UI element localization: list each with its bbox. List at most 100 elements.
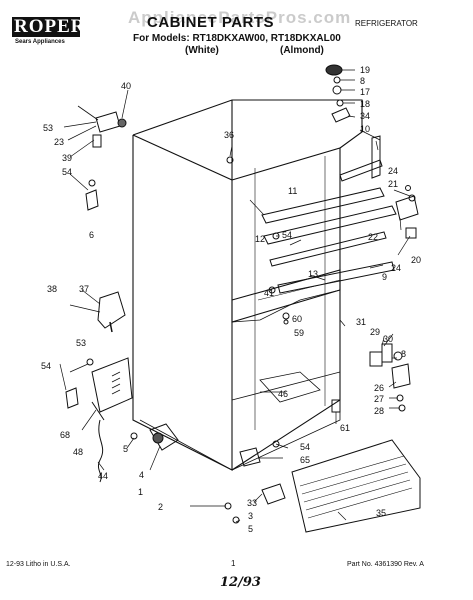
callout-34: 34: [360, 111, 370, 121]
callout-60: 60: [292, 314, 302, 324]
callout-54-bottom: 54: [300, 442, 310, 452]
part-37: [97, 291, 126, 329]
callout-11: 11: [288, 186, 297, 196]
callout-12: 12: [255, 234, 265, 244]
callout-8-top: 8: [360, 76, 365, 86]
lower-left-cluster: [65, 357, 133, 483]
bottom-mount: [130, 423, 179, 451]
rail-34-10: [371, 135, 381, 179]
part-23: [95, 111, 121, 133]
part-48-bracket: [91, 357, 133, 413]
callout-2: 2: [158, 502, 163, 512]
rail-9: [277, 261, 395, 294]
callout-28: 28: [374, 406, 384, 416]
page-title: CABINET PARTS: [147, 14, 275, 31]
part-61: [331, 399, 341, 413]
cabinet-back: [231, 147, 341, 471]
rail-parts: [257, 135, 397, 301]
callout-54-upper: 54: [62, 167, 72, 177]
callout-46: 46: [278, 389, 288, 399]
callout-8-lower: 8: [401, 349, 406, 359]
variant-white: (White): [185, 45, 219, 56]
part-39: [92, 134, 102, 148]
bottom-compartment: [231, 371, 341, 403]
part-35-grille: [291, 439, 421, 533]
callout-59: 59: [294, 328, 304, 338]
footer-part-number: Part No. 4361390 Rev. A: [347, 561, 424, 568]
callout-33: 33: [247, 498, 257, 508]
part-44-cord: [91, 401, 105, 483]
callout-54-lower: 54: [41, 361, 51, 371]
brand-logo-box: [12, 17, 80, 37]
callout-6: 6: [89, 230, 94, 240]
callout-35: 35: [376, 508, 386, 518]
brand-name: ROPER: [14, 16, 86, 37]
callout-21: 21: [388, 179, 398, 189]
callout-48: 48: [73, 447, 83, 457]
callout-10: 10: [360, 124, 370, 134]
callout-40: 40: [121, 81, 131, 91]
callout-29: 29: [370, 327, 380, 337]
callout-13: 13: [308, 269, 318, 279]
callout-labels: 40 53 23 39 54 6 36 19 8 17 18 34 10 11 …: [41, 65, 421, 534]
cabinet-body: [132, 99, 363, 471]
cabinet-top-edge: [132, 99, 363, 149]
rail-11: [261, 187, 385, 224]
callout-38: 38: [47, 284, 57, 294]
callout-23: 23: [54, 137, 64, 147]
category-label: REFRIGERATOR: [355, 19, 418, 28]
mid-left-cluster: [69, 291, 126, 333]
top-rail: [339, 159, 383, 182]
handwritten-date: 12/93: [220, 575, 261, 590]
callout-3: 3: [248, 511, 253, 521]
callout-30: 30: [383, 334, 393, 344]
callout-41: 41: [264, 288, 274, 298]
upper-left-cluster: [77, 105, 127, 211]
brand-subtitle: Sears Appliances: [15, 39, 65, 45]
callout-18: 18: [360, 99, 370, 109]
callout-61: 61: [340, 423, 350, 433]
part-20: [405, 227, 417, 239]
part-33: [261, 483, 286, 505]
divider-mullion: [231, 269, 341, 323]
right-side-cluster: [239, 343, 411, 467]
callout-24-top: 24: [388, 166, 398, 176]
toe-grille: [224, 439, 421, 533]
callout-53-lower: 53: [76, 338, 86, 348]
callout-44: 44: [98, 471, 108, 481]
hinge-cap: [325, 64, 343, 76]
rail-54-mid: [269, 231, 387, 267]
watermark: AppliancePartsPros.com: [128, 8, 352, 27]
part-65: [239, 447, 261, 467]
callout-39: 39: [62, 153, 72, 163]
callout-19: 19: [360, 65, 370, 75]
callout-24-lower: 24: [391, 263, 401, 273]
callout-65: 65: [300, 455, 310, 465]
top-hinge-plate: [331, 107, 351, 123]
callout-9: 9: [382, 272, 387, 282]
cabinet-left-side: [132, 134, 233, 471]
part-68: [65, 387, 79, 409]
cabinet-inner-lines: [254, 156, 326, 430]
callout-54-mid: 54: [282, 230, 292, 240]
callout-27: 27: [374, 394, 384, 404]
part-29: [381, 343, 393, 363]
callout-26: 26: [374, 383, 384, 393]
callout-68: 68: [60, 430, 70, 440]
callout-20: 20: [411, 255, 421, 265]
footer-litho: 12-93 Litho in U.S.A.: [6, 561, 71, 568]
variant-almond: (Almond): [280, 45, 324, 56]
callout-22: 22: [368, 232, 378, 242]
part-26: [391, 363, 411, 389]
part-31: [369, 351, 383, 367]
callout-37: 37: [79, 284, 89, 294]
footer-page-number: 1: [231, 559, 236, 568]
callout-36: 36: [224, 130, 234, 140]
callout-5-bottom: 5: [248, 524, 253, 534]
leader-lines: [59, 69, 411, 523]
callout-53: 53: [43, 123, 53, 133]
rail-13: [263, 205, 397, 245]
callout-1: 1: [138, 487, 143, 497]
top-hinge: [325, 64, 351, 123]
